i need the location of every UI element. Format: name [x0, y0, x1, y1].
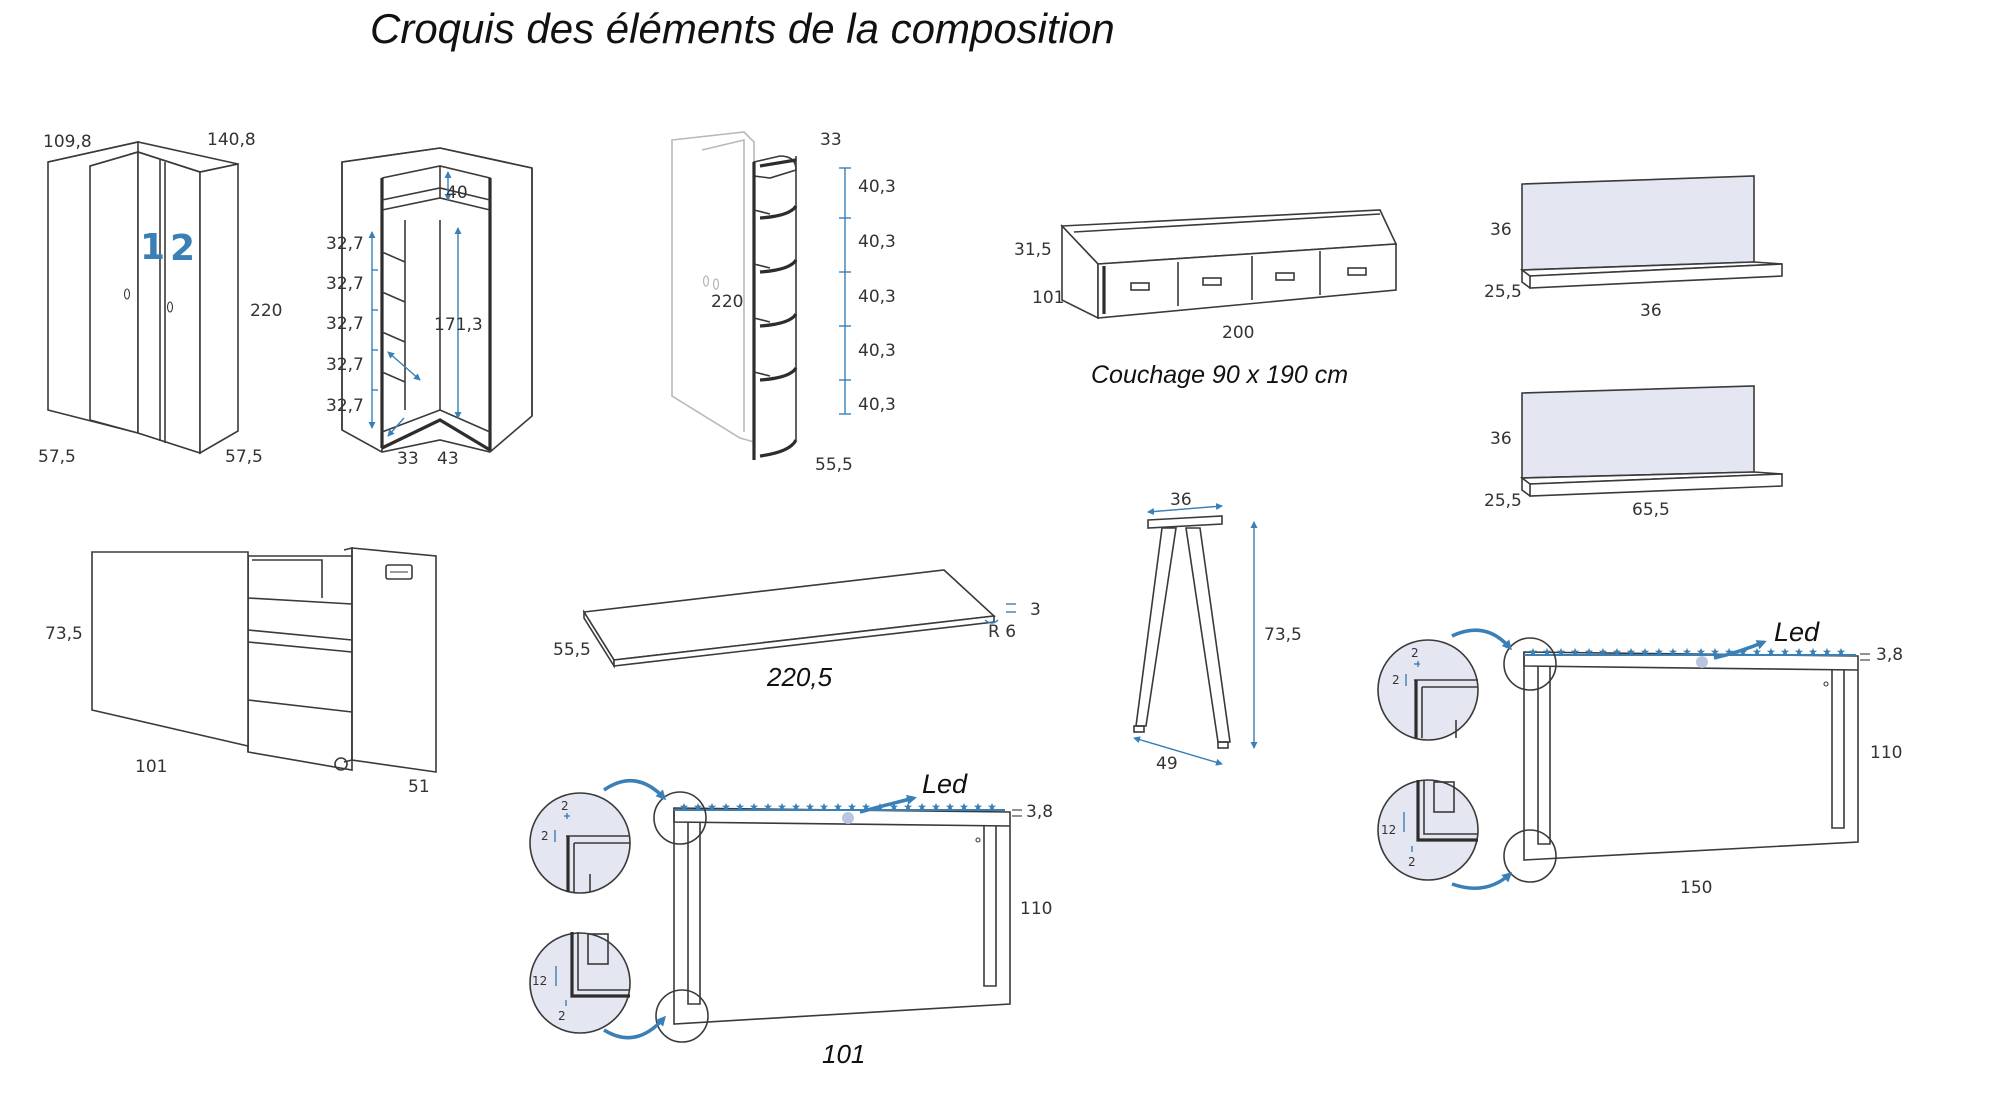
shelf-dim-5: 40,3: [858, 395, 896, 415]
shelf-dim-2: 32,7: [326, 274, 364, 294]
shelf-dim-2: 40,3: [858, 232, 896, 252]
detail-magnifier-icon: 12 2: [529, 932, 631, 1034]
detail-bottom-2: 2: [558, 1009, 566, 1023]
dim-thickness: 3: [1030, 600, 1041, 620]
dim-depth: 51: [408, 777, 430, 797]
wall-shelf-small: 36 25,5 36: [1484, 175, 1783, 321]
detail-bottom-1: 12: [1381, 823, 1396, 837]
dim-width: 101: [822, 1039, 865, 1069]
dim-height: 220: [250, 301, 282, 321]
headboard-small: Led 3,8 110 101 2 2 12 2: [529, 769, 1053, 1069]
bed-caption: Couchage 90 x 190 cm: [1091, 361, 1348, 389]
dim-bottom-right: 43: [437, 449, 459, 469]
detail-top-1: 2: [561, 799, 569, 813]
dim-width: 101: [135, 757, 167, 777]
dim-thickness: 3,8: [1876, 645, 1903, 665]
dim-height: 36: [1490, 429, 1512, 449]
headboard-large: Led 3,8 110 150 2 2 12 2: [1377, 617, 1903, 898]
dim-height: 110: [1870, 743, 1902, 763]
dim-height: 31,5: [1014, 240, 1052, 260]
dim-height: 73,5: [1264, 625, 1302, 645]
dim-radius: R 6: [988, 622, 1016, 642]
dim-bottom: 55,5: [815, 455, 853, 475]
corner-shelf-unit: 33 220 40,3 40,3 40,3 40,3 40,3 55,5: [671, 130, 896, 475]
dim-top: 40: [446, 183, 468, 203]
dim-top: 36: [1170, 490, 1192, 510]
dim-right-depth: 140,8: [207, 130, 256, 150]
dim-base-right: 57,5: [225, 447, 263, 467]
dim-hang: 171,3: [434, 315, 483, 335]
dim-height: 220: [711, 292, 743, 312]
dim-thickness: 3,8: [1026, 802, 1053, 822]
shelf-dim-1: 40,3: [858, 177, 896, 197]
shelf-dim-3: 40,3: [858, 287, 896, 307]
dim-depth: 55,5: [553, 640, 591, 660]
trestle: 36 73,5 49: [1133, 490, 1302, 774]
shelf-dim-3: 32,7: [326, 314, 364, 334]
dim-width: 150: [1680, 878, 1712, 898]
detail-top-1: 2: [1411, 646, 1419, 660]
detail-top-2: 2: [541, 829, 549, 843]
detail-top-2: 2: [1392, 673, 1400, 687]
dim-width: 36: [1640, 301, 1662, 321]
dim-height: 73,5: [45, 624, 83, 644]
dim-depth: 33: [820, 130, 842, 150]
led-label: Led: [1774, 617, 1820, 647]
desk-top: 3 R 6 55,5 220,5: [553, 569, 1041, 692]
dim-base-left: 57,5: [38, 447, 76, 467]
shelf-dim-1: 32,7: [326, 234, 364, 254]
door-number-2: 2: [170, 228, 195, 269]
wall-shelf-large: 36 25,5 65,5: [1484, 385, 1783, 520]
corner-interior: 32,7 32,7 32,7 32,7 32,7 40 171,3 33 43: [326, 147, 533, 469]
dim-height: 36: [1490, 220, 1512, 240]
dim-width: 101: [1032, 288, 1064, 308]
dim-length: 220,5: [766, 662, 833, 692]
dim-left-depth: 109,8: [43, 132, 92, 152]
shelf-dim-5: 32,7: [326, 396, 364, 416]
shelf-dim-4: 32,7: [326, 355, 364, 375]
dim-bottom-left: 33: [397, 449, 419, 469]
shelf-dim-4: 40,3: [858, 341, 896, 361]
dim-base: 49: [1156, 754, 1178, 774]
dim-depth: 25,5: [1484, 491, 1522, 511]
detail-bottom-1: 12: [532, 974, 547, 988]
dim-length: 200: [1222, 323, 1254, 343]
detail-magnifier-icon: 2 2: [529, 792, 631, 894]
detail-magnifier-icon: 2 2: [1377, 639, 1479, 741]
dim-depth: 25,5: [1484, 282, 1522, 302]
desk-unit: 73,5 101 51: [45, 546, 437, 797]
detail-magnifier-icon: 12 2: [1377, 779, 1479, 881]
led-strip-icon: [1524, 647, 1856, 656]
dim-width: 65,5: [1632, 500, 1670, 520]
dim-height: 110: [1020, 899, 1052, 919]
led-label: Led: [922, 769, 968, 799]
page-title: Croquis des éléments de la composition: [370, 5, 1115, 52]
detail-bottom-2: 2: [1408, 855, 1416, 869]
bed-drawer: 31,5 101 200 Couchage 90 x 190 cm: [1014, 209, 1398, 389]
door-number-1: 1: [140, 227, 165, 268]
led-strip-icon: [674, 802, 1005, 811]
corner-wardrobe: 1 2 109,8 140,8 220 57,5 57,5: [38, 130, 282, 467]
